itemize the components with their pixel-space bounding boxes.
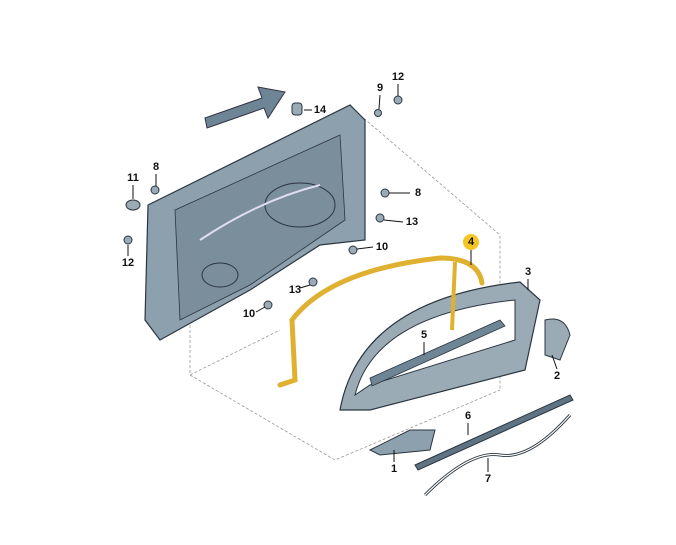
callout-5[interactable]: 5 [420, 329, 428, 341]
callout-9[interactable]: 9 [376, 82, 384, 94]
callout-12[interactable]: 12 [121, 257, 135, 269]
door-inner-panel [144, 104, 366, 341]
callout-2[interactable]: 2 [553, 370, 561, 382]
leader-lines [127, 84, 558, 472]
callout-6[interactable]: 6 [464, 410, 472, 422]
mirror-triangle-cover [544, 318, 571, 361]
callout-13[interactable]: 13 [405, 216, 419, 228]
callout-14[interactable]: 14 [313, 104, 327, 116]
callout-12[interactable]: 12 [391, 71, 405, 83]
window-frame [339, 281, 541, 411]
fasteners [123, 95, 403, 310]
callout-8[interactable]: 8 [414, 187, 422, 199]
callout-10[interactable]: 10 [242, 308, 256, 320]
callout-1[interactable]: 1 [390, 463, 398, 475]
outer-window-strip [414, 394, 574, 471]
callout-11[interactable]: 11 [127, 172, 139, 184]
callout-8[interactable]: 8 [152, 161, 160, 173]
callout-13[interactable]: 13 [288, 284, 302, 296]
lower-bracket [368, 429, 436, 456]
direction-arrow-icon [204, 86, 286, 129]
callout-7[interactable]: 7 [484, 473, 492, 485]
callout-3[interactable]: 3 [524, 266, 532, 278]
window-seal-highlighted [277, 255, 485, 388]
callout-4-highlighted[interactable]: 4 [463, 234, 479, 250]
callout-10[interactable]: 10 [375, 241, 389, 253]
